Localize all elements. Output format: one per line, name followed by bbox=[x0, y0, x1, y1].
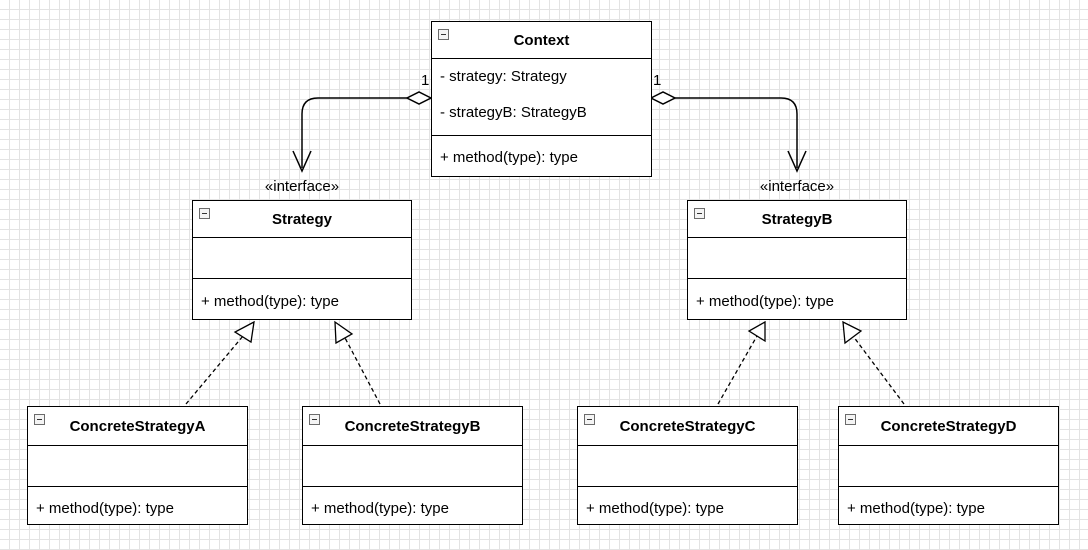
aggregation-edge-context-strategyb bbox=[675, 97, 798, 168]
attributes-section bbox=[193, 238, 411, 279]
attribute-row[interactable]: - strategy: Strategy bbox=[440, 68, 567, 85]
class-header: ConcreteStrategyA bbox=[28, 407, 247, 446]
class-name: StrategyB bbox=[761, 210, 833, 228]
realization-triangle-c bbox=[747, 320, 766, 343]
attributes-section bbox=[688, 238, 906, 279]
collapse-icon[interactable] bbox=[438, 29, 449, 40]
methods-section: + method(type): type bbox=[688, 279, 906, 321]
method-row[interactable]: + method(type): type bbox=[440, 149, 578, 166]
collapse-icon[interactable] bbox=[584, 414, 595, 425]
class-name: Context bbox=[513, 31, 570, 49]
class-name: Strategy bbox=[271, 210, 333, 228]
realization-triangle-a bbox=[233, 320, 255, 344]
class-header: StrategyB bbox=[688, 201, 906, 238]
class-name: ConcreteStrategyB bbox=[344, 417, 481, 435]
class-concrete-strategy-a[interactable]: ConcreteStrategyA + method(type): type bbox=[27, 406, 248, 525]
open-arrowhead-strategyb bbox=[787, 150, 807, 173]
interface-strategy[interactable]: Strategy + method(type): type bbox=[192, 200, 412, 320]
interface-strategyb[interactable]: StrategyB + method(type): type bbox=[687, 200, 907, 320]
collapse-icon[interactable] bbox=[694, 208, 705, 219]
multiplicity-left: 1 bbox=[421, 72, 430, 89]
methods-section: + method(type): type bbox=[303, 487, 522, 527]
realization-edge-a bbox=[185, 335, 244, 405]
collapse-icon[interactable] bbox=[845, 414, 856, 425]
class-header: ConcreteStrategyD bbox=[839, 407, 1058, 446]
multiplicity-right: 1 bbox=[653, 72, 662, 89]
methods-section: + method(type): type bbox=[432, 136, 651, 176]
attribute-row[interactable]: - strategyB: StrategyB bbox=[440, 104, 587, 121]
class-header: ConcreteStrategyB bbox=[303, 407, 522, 446]
attributes-section bbox=[303, 446, 522, 487]
method-row[interactable]: + method(type): type bbox=[586, 500, 724, 517]
attributes-section: - strategy: Strategy - strategyB: Strate… bbox=[432, 59, 651, 136]
method-row[interactable]: + method(type): type bbox=[36, 500, 174, 517]
method-row[interactable]: + method(type): type bbox=[847, 500, 985, 517]
attributes-section bbox=[578, 446, 797, 487]
aggregation-diamond-left bbox=[405, 91, 433, 105]
methods-section: + method(type): type bbox=[28, 487, 247, 527]
attributes-section bbox=[839, 446, 1058, 487]
aggregation-diamond-right bbox=[649, 91, 677, 105]
class-name: ConcreteStrategyA bbox=[69, 417, 206, 435]
class-header: Strategy bbox=[193, 201, 411, 238]
collapse-icon[interactable] bbox=[309, 414, 320, 425]
class-concrete-strategy-d[interactable]: ConcreteStrategyD + method(type): type bbox=[838, 406, 1059, 525]
collapse-icon[interactable] bbox=[199, 208, 210, 219]
open-arrowhead-strategy bbox=[292, 150, 312, 173]
class-concrete-strategy-b[interactable]: ConcreteStrategyB + method(type): type bbox=[302, 406, 523, 525]
method-row[interactable]: + method(type): type bbox=[201, 293, 339, 310]
attributes-section bbox=[28, 446, 247, 487]
method-row[interactable]: + method(type): type bbox=[696, 293, 834, 310]
realization-triangle-b bbox=[334, 320, 354, 345]
stereotype-label: «interface» bbox=[264, 178, 340, 195]
methods-section: + method(type): type bbox=[193, 279, 411, 321]
realization-edge-c bbox=[717, 335, 758, 405]
class-context[interactable]: Context - strategy: Strategy - strategyB… bbox=[431, 21, 652, 177]
class-header: ConcreteStrategyC bbox=[578, 407, 797, 446]
methods-section: + method(type): type bbox=[578, 487, 797, 527]
realization-triangle-d bbox=[842, 320, 863, 345]
class-header: Context bbox=[432, 22, 651, 59]
aggregation-edge-context-strategy bbox=[301, 97, 407, 168]
method-row[interactable]: + method(type): type bbox=[311, 500, 449, 517]
class-name: ConcreteStrategyD bbox=[880, 417, 1017, 435]
collapse-icon[interactable] bbox=[34, 414, 45, 425]
realization-edge-d bbox=[852, 335, 905, 405]
class-name: ConcreteStrategyC bbox=[619, 417, 756, 435]
stereotype-label: «interface» bbox=[759, 178, 835, 195]
methods-section: + method(type): type bbox=[839, 487, 1058, 527]
realization-edge-b bbox=[343, 335, 381, 405]
class-concrete-strategy-c[interactable]: ConcreteStrategyC + method(type): type bbox=[577, 406, 798, 525]
